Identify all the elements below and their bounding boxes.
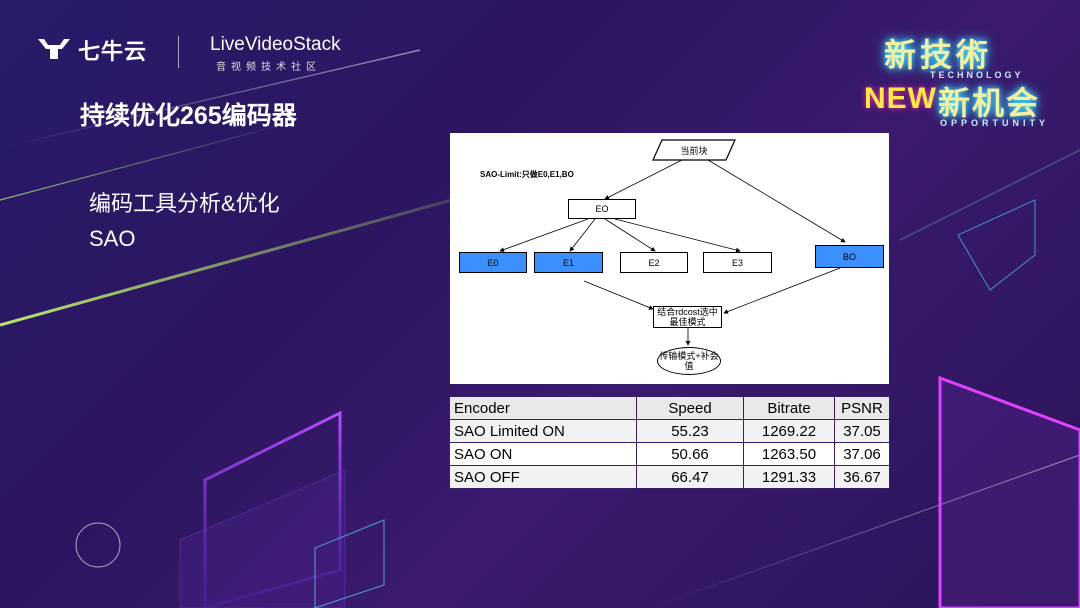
- cell-encoder: SAO OFF: [449, 465, 637, 489]
- node-e0: E0: [459, 252, 527, 273]
- cell-encoder: SAO Limited ON: [449, 419, 637, 443]
- badge-line1: 新技術: [884, 37, 993, 73]
- qiniu-logo-text: 七牛云: [78, 39, 148, 64]
- badge-opportunity: OPPORTUNITY: [940, 118, 1050, 128]
- node-rdcost: 结合rdcost选中 最佳模式: [653, 306, 722, 328]
- cell-bitrate: 1269.22: [743, 419, 835, 443]
- bullet-item: 编码工具分析&优化: [89, 191, 280, 216]
- header-speed: Speed: [636, 396, 744, 420]
- header-psnr: PSNR: [834, 396, 890, 420]
- bullet-item: SAO: [89, 226, 136, 251]
- cell-speed: 66.47: [636, 465, 744, 489]
- node-transmit-line1: 传输模式+补会: [659, 351, 719, 361]
- badge-technology: TECHNOLOGY: [930, 70, 1024, 80]
- node-e2: E2: [620, 252, 688, 273]
- cell-bitrate: 1263.50: [743, 442, 835, 466]
- node-transmit-line2: 值: [684, 361, 694, 371]
- bull-icon: [38, 39, 70, 59]
- cell-speed: 55.23: [636, 419, 744, 443]
- table-header-row: Encoder Speed Bitrate PSNR: [449, 396, 890, 420]
- header-encoder: Encoder: [449, 396, 637, 420]
- header-bitrate: Bitrate: [743, 396, 835, 420]
- logo-divider: [178, 36, 179, 68]
- badge-line2: 新机会: [938, 85, 1041, 121]
- cell-psnr: 36.67: [834, 465, 890, 489]
- node-transmit: 传输模式+补会 值: [657, 347, 721, 375]
- cell-psnr: 37.06: [834, 442, 890, 466]
- node-eo: EO: [568, 199, 636, 219]
- sao-results-table: Encoder Speed Bitrate PSNR SAO Limited O…: [449, 396, 890, 489]
- sao-flow-diagram: SAO-Limit:只做E0,E1,BO 当前块 EO E0 E1 E2 E3 …: [450, 133, 889, 384]
- diagram-note: SAO-Limit:只做E0,E1,BO: [480, 170, 574, 179]
- cell-speed: 50.66: [636, 442, 744, 466]
- node-rdcost-line2: 最佳模式: [669, 317, 706, 327]
- node-rdcost-line1: 结合rdcost选中: [657, 307, 718, 317]
- livevideostack-logo-subtitle: 音视频技术社区: [216, 62, 321, 73]
- table-row: SAO Limited ON 55.23 1269.22 37.05: [449, 419, 890, 443]
- diagram-connectors: [499, 139, 846, 346]
- qiniu-logo: 七牛云: [36, 34, 147, 66]
- node-current-block: 当前块: [680, 145, 708, 156]
- node-e1: E1: [534, 252, 603, 273]
- table-row: SAO OFF 66.47 1291.33 36.67: [449, 465, 890, 489]
- cell-encoder: SAO ON: [449, 442, 637, 466]
- livevideostack-logo: LiveVideoStack 音视频技术社区: [210, 34, 341, 73]
- event-badge: 新技術 TECHNOLOGY NEW 新机会 OPPORTUNITY: [858, 30, 1058, 130]
- node-e3: E3: [703, 252, 772, 273]
- badge-new: NEW: [864, 82, 937, 115]
- node-bo: BO: [815, 245, 884, 268]
- cell-bitrate: 1291.33: [743, 465, 835, 489]
- table-row: SAO ON 50.66 1263.50 37.06: [449, 442, 890, 466]
- cell-psnr: 37.05: [834, 419, 890, 443]
- livevideostack-logo-text: LiveVideoStack: [210, 34, 341, 55]
- page-title: 持续优化265编码器: [80, 102, 297, 130]
